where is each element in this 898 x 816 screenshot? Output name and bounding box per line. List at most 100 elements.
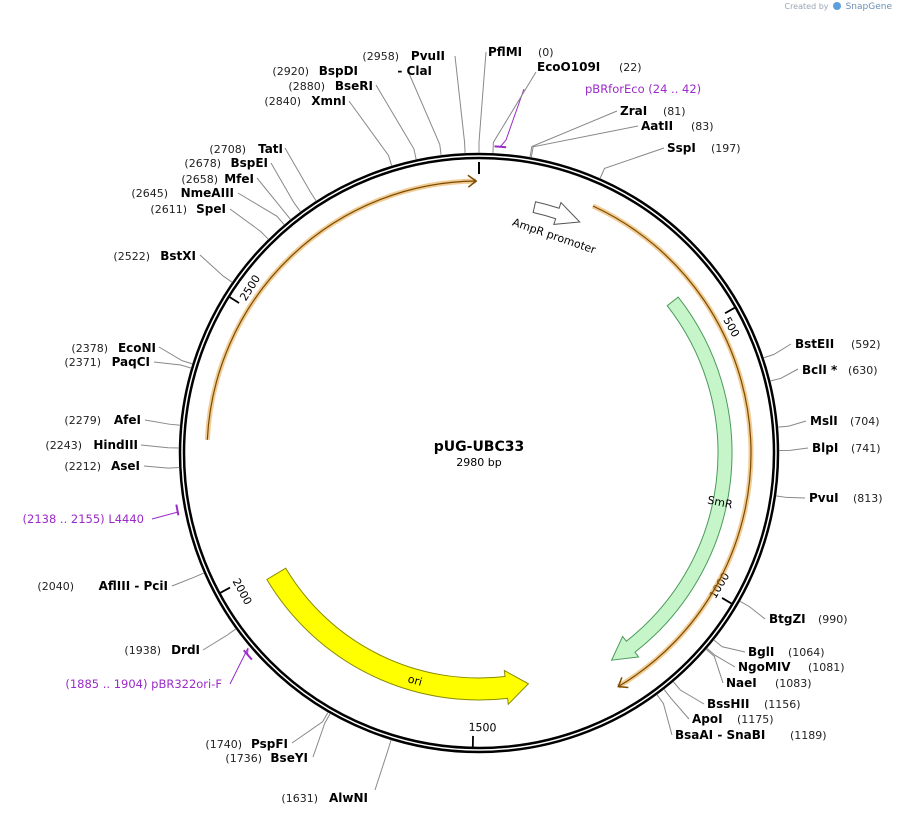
enzyme-afei-label: AfeI [114, 413, 141, 427]
enzyme-paqci-position: (2371) [64, 356, 101, 369]
enzyme-bcli--leader [770, 368, 799, 382]
tick-2000 [219, 586, 231, 594]
enzyme-pvuii-label: PvuII [411, 49, 445, 63]
enzyme-bseri-label: BseRI [335, 79, 373, 93]
enzyme-bsteii-position: (592) [851, 338, 881, 351]
primer-pbr322ori-f-range: (1885 .. 1904) [65, 677, 147, 691]
enzyme-hindiii-leader [140, 444, 180, 449]
enzyme-btgzi-label: BtgZI [769, 612, 806, 626]
enzyme-afei-position: (2279) [64, 414, 101, 427]
enzyme-bspdi-label: BspDI [319, 64, 358, 78]
enzyme-econi-label: EcoNI [118, 341, 156, 355]
enzyme-apoi: ApoI (1175) [663, 688, 774, 726]
enzyme-xmni-leader [348, 100, 393, 167]
enzyme-btgzi-leader [739, 600, 766, 620]
enzyme-msli: MslI(704) [777, 414, 880, 428]
enzyme-bsteii-label: BstEII [795, 337, 834, 351]
enzyme-paqci: PaqCI(2371) [64, 355, 192, 369]
enzyme-xmni-position: (2840) [264, 95, 301, 108]
enzyme-bsshii-label: BssHII [707, 697, 749, 711]
enzyme-nmeaiii: NmeAIII(2645) [131, 186, 285, 226]
enzyme-msli-leader [777, 420, 807, 428]
enzyme-bcli-: BclI *(630) [770, 363, 878, 382]
enzyme-bstxi-label: BstXI [160, 249, 196, 263]
enzyme-ecoo109i-label: EcoO109I [537, 60, 600, 74]
primer-l4440-name: L4440 [108, 512, 144, 526]
enzyme-asei: AseI(2212) [64, 459, 180, 473]
enzyme-ngomiv-position: (1081) [808, 661, 845, 674]
enzyme-pspfi-position: (1740) [205, 738, 242, 751]
primer-pbrforeco-name: pBRforEco [585, 82, 645, 96]
enzyme-econi-leader [158, 346, 193, 365]
enzyme-btgzi-position: (990) [818, 613, 848, 626]
enzyme-bcli--label: BclI * [802, 363, 838, 377]
enzyme-spei-label: SpeI [196, 202, 226, 216]
enzyme-sspi-label: SspI [667, 141, 696, 155]
enzyme-naei-label: NaeI [726, 676, 757, 690]
enzyme-bspei-label: BspEI [230, 156, 268, 170]
enzyme-spei: SpeI (2611) [150, 202, 269, 240]
enzyme-drdi-leader [202, 628, 237, 651]
tick-500 [724, 307, 736, 315]
enzyme-pflmi: PflMI(0) [478, 45, 554, 153]
enzyme-pflmi-position: (0) [538, 46, 554, 59]
enzyme-bgli-position: (1064) [788, 646, 825, 659]
enzyme-pvuii: PvuII(2958) [362, 49, 466, 154]
enzyme-naei-position: (1083) [775, 677, 812, 690]
tick-1000 [721, 597, 732, 605]
enzyme-mfei-label: MfeI [224, 172, 254, 186]
enzyme-ngomiv-label: NgoMIV [738, 660, 791, 674]
enzyme-bgli-leader [713, 639, 746, 653]
feature-ampr-promoter [532, 201, 581, 225]
enzyme-tati-position: (2708) [209, 143, 246, 156]
enzyme-apoi-position: (1175) [737, 713, 774, 726]
feature-label-ori: ori [406, 672, 423, 688]
enzyme-bgli-label: BglI [748, 645, 774, 659]
primer-l4440-label: (2138 .. 2155) L4440 [23, 512, 144, 526]
enzyme-zrai-leader [529, 110, 618, 158]
primer-pbr322ori-f-mark [243, 649, 253, 661]
enzyme-bsaai-label: BsaAI - SnaBI [675, 728, 765, 742]
enzyme-apoi-leader [663, 688, 690, 720]
enzyme-bsaai-leader [656, 694, 673, 736]
enzyme-naei-leader [705, 648, 724, 684]
enzyme-mfei-position: (2658) [181, 173, 218, 186]
orange-feature-left-line [206, 180, 477, 440]
enzyme-afliii: AflIII - PciI(2040) [37, 572, 205, 593]
enzyme-bseyi-label: BseYI [270, 751, 308, 765]
tick-2500 [229, 296, 240, 304]
enzyme-aatii-leader [530, 125, 639, 158]
enzyme-bsteii: BstEII (592) [763, 337, 881, 359]
enzyme-hindiii: HindIII(2243) [45, 438, 180, 452]
enzyme-bstxi-leader [199, 254, 233, 283]
enzyme-sites: PflMI(0)EcoO109I(22)ZraI(81)AatII(83)Ssp… [37, 45, 882, 805]
enzyme-bspei-leader [270, 162, 302, 213]
enzyme-tati-label: TatI [258, 142, 283, 156]
enzyme-msli-position: (704) [850, 415, 880, 428]
enzyme-ecoo109i: EcoO109I (22) [492, 60, 642, 154]
enzyme-bstxi-position: (2522) [113, 250, 150, 263]
enzyme-bseri-position: (2880) [288, 80, 325, 93]
enzyme-zrai-label: ZraI [620, 104, 647, 118]
enzyme-bspei: BspEI(2678) [184, 156, 302, 213]
enzyme-nmeaiii-position: (2645) [131, 187, 168, 200]
enzyme-xmni: XmnI (2840) [264, 94, 393, 167]
enzyme-pvuii-leader [454, 55, 466, 154]
primer-l4440-range: (2138 .. 2155) [23, 512, 105, 526]
enzyme-blpi: BlpI(741) [778, 441, 881, 455]
enzyme-aatii: AatII(83) [530, 119, 714, 158]
feature-label-smr: SmR [706, 494, 734, 512]
enzyme-apoi-label: ApoI [692, 712, 723, 726]
backbone-inner-ring [182, 156, 776, 750]
enzyme-spei-position: (2611) [150, 203, 187, 216]
enzyme-ecoo109i-position: (22) [619, 61, 642, 74]
credit-brand: SnapGene [845, 2, 892, 12]
primer-pbr322ori-f-label: (1885 .. 1904) pBR322ori-F [65, 677, 222, 691]
enzyme-blpi-label: BlpI [812, 441, 838, 455]
enzyme-alwni-leader [374, 739, 392, 791]
enzyme-xmni-label: XmnI [311, 94, 346, 108]
enzyme-ecoo109i-leader [492, 71, 537, 154]
orange-feature-left [204, 174, 478, 440]
